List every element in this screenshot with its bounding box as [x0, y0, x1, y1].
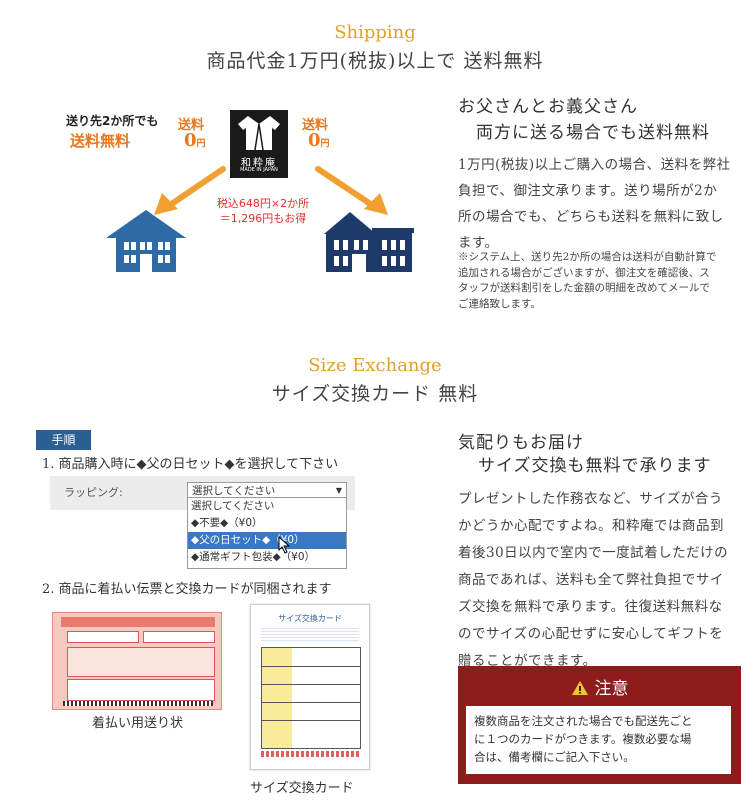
size-heading-1: 気配りもお届け: [458, 433, 584, 453]
wrapping-label: ラッピング:: [64, 486, 123, 499]
left-caption-1: 送り先2か所でも: [66, 114, 159, 128]
house-left-icon: [106, 210, 186, 272]
size-body-line: 贈ることができます。: [458, 653, 597, 669]
savings-text: 税込648円×2か所 ＝1,296円もお得: [198, 196, 328, 226]
mouse-cursor-icon: [278, 536, 291, 554]
dropdown-option[interactable]: ◆通常ギフト包装◆（¥0）: [191, 551, 316, 563]
steps-badge: 手順: [36, 430, 91, 450]
barcode: [63, 701, 213, 706]
size-body-line: のでサイズの心配せずに安心してギフトを: [458, 626, 724, 642]
slip-header: [61, 617, 215, 627]
savings-line-1: 税込648円×2か所: [216, 197, 310, 210]
caution-line: 合は、備考欄にご記入下さい。: [474, 750, 635, 764]
shipping-heading-2: 両方に送る場合でも送料無料: [476, 123, 710, 143]
caution-line: 複数商品を注文された場合でも配送先ごと: [474, 714, 693, 728]
dropdown-option[interactable]: ◆不要◆（¥0）: [191, 517, 263, 529]
card-caption: サイズ交換カード: [250, 781, 354, 796]
fee-label-left: 送料: [178, 118, 205, 133]
dropdown-option-selected[interactable]: ◆父の日セット◆（¥0）: [188, 532, 346, 549]
slip-field: [67, 679, 215, 701]
slip-field: [67, 631, 139, 643]
kimono-icon: [238, 116, 280, 151]
fee-label-right: 送料: [302, 118, 329, 133]
size-body-line: プレゼントした作務衣など、サイズが合う: [458, 491, 723, 507]
house-right-icon: [324, 212, 414, 272]
left-caption-2: 送料無料: [70, 132, 131, 150]
size-body-line: 着後30日以内で室内で一度試着しただけの: [458, 545, 729, 561]
divider: [262, 684, 360, 685]
shipping-illustration: 送り先2か所でも 送料無料 送料 0円 送料 0円 和粋庵 MADE IN JA…: [48, 110, 468, 290]
size-en-title: Size Exchange: [308, 355, 442, 376]
caution-header: 注意: [458, 674, 741, 699]
arrow-right-icon: [315, 166, 388, 215]
divider: [262, 720, 360, 721]
arrow-left-icon: [154, 166, 226, 215]
shipping-body-line: ます。: [458, 235, 499, 251]
caution-box: 注意 複数商品を注文された場合でも配送先ごと に１つのカードがつきます。複数必要…: [458, 666, 741, 784]
shipping-note-line: 追加される場合がございますが、御注文を確認後、ス: [458, 266, 710, 279]
size-body-line: 商品であれば、送料も全て弊社負担でサイ: [458, 572, 724, 588]
slip-field: [143, 631, 215, 643]
shipping-body-line: 負担で、御注文承ります。送り場所が2か: [458, 183, 718, 199]
delivery-slip-image: [52, 612, 222, 710]
slip-caption: 着払い用送り状: [92, 716, 184, 731]
shipping-jp-title: 商品代金1万円(税抜)以上で 送料無料: [206, 50, 544, 72]
step-2-text: 2. 商品に着払い伝票と交換カードが同梱されます: [42, 582, 332, 597]
logo-sub: MADE IN JAPAN: [240, 167, 278, 173]
savings-line-2: ＝1,296円もお得: [219, 212, 307, 225]
caution-line: に１つのカードがつきます。複数必要な場: [474, 732, 692, 746]
shipping-note-line: タッフが送料割引をした金額の明細を改めてメールで: [458, 282, 710, 294]
card-form-labels: [262, 648, 292, 748]
select-value: 選択してください: [192, 485, 276, 497]
fee-value-right: 0円: [308, 130, 330, 151]
fee-value-left: 0円: [184, 130, 206, 151]
size-body: プレゼントした作務衣など、サイズが合う かどうか心配ですよね。和粋庵では商品到 …: [458, 486, 748, 675]
caution-text: 複数商品を注文された場合でも配送先ごと に１つのカードがつきます。複数必要な場 …: [466, 706, 731, 774]
exchange-card-image: サイズ交換カード: [250, 604, 370, 770]
shipping-note: ※システム上、送り先2か所の場合は送料が自動計算で 追加される場合がございますが…: [458, 250, 743, 312]
dropdown-option[interactable]: 選択してください: [191, 500, 275, 512]
divider: [262, 666, 360, 667]
step-1-text: 1. 商品購入時に◆父の日セット◆を選択して下さい: [42, 457, 339, 472]
shipping-heading-1: お父さんとお義父さん: [458, 97, 638, 117]
wrapping-select[interactable]: 選択してください ▼: [187, 482, 347, 498]
shipping-body-line: 1万円(税抜)以上ご購入の場合、送料を弊社: [458, 157, 731, 173]
card-footer-text: [261, 751, 359, 757]
logo-text: 和粋庵: [241, 158, 277, 169]
card-text: [261, 627, 359, 641]
shipping-body: 1万円(税抜)以上ご購入の場合、送料を弊社 負担で、御注文承ります。送り場所が2…: [458, 152, 743, 256]
card-title: サイズ交換カード: [278, 614, 342, 623]
slip-field: [67, 647, 215, 677]
size-heading-2: サイズ交換も無料で承ります: [478, 456, 712, 476]
shipping-en-title: Shipping: [334, 22, 416, 43]
card-form: [261, 647, 361, 749]
chevron-down-icon: ▼: [335, 486, 342, 495]
divider: [262, 702, 360, 703]
shipping-note-line: ※システム上、送り先2か所の場合は送料が自動計算で: [458, 251, 717, 263]
warning-icon: [571, 681, 588, 695]
shipping-note-line: ご連絡致します。: [458, 297, 541, 310]
caution-title: 注意: [594, 679, 629, 699]
size-body-line: ズ交換を無料で承ります。往復送料無料な: [458, 599, 723, 615]
brand-logo: 和粋庵 MADE IN JAPAN: [230, 110, 288, 178]
wrapping-dropdown: 選択してください ◆不要◆（¥0） ◆父の日セット◆（¥0） ◆通常ギフト包装◆…: [187, 497, 347, 569]
size-jp-title: サイズ交換カード 無料: [271, 383, 479, 405]
shipping-body-line: 所の場合でも、どちらも送料を無料に致し: [458, 209, 724, 225]
size-body-line: かどうか心配ですよね。和粋庵では商品到: [458, 518, 724, 534]
